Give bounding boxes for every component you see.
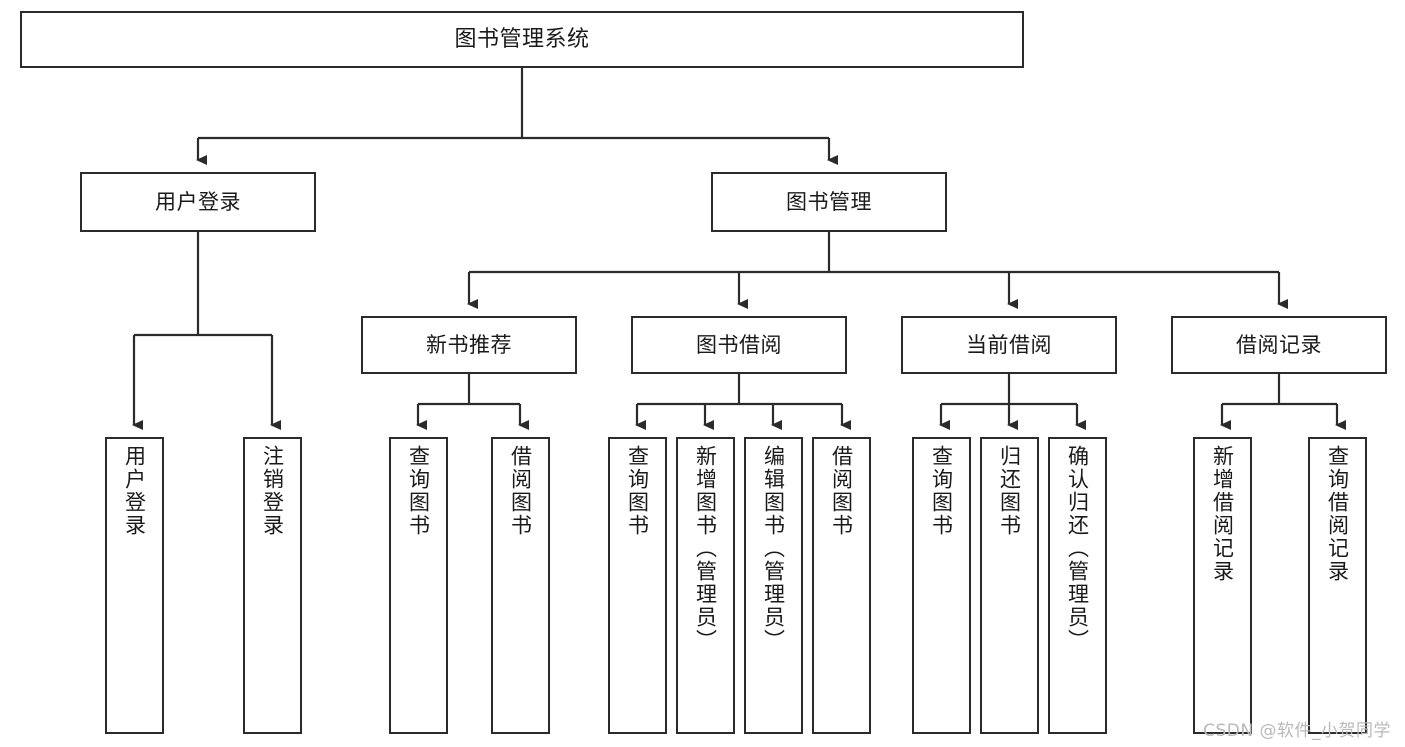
node-book-borrow-label: 图书借阅 <box>696 332 782 357</box>
edge-book-borrow-to-leaves <box>635 374 851 430</box>
csdn-watermark: CSDN @软件_小贺同学 <box>1203 721 1391 741</box>
node-book-manage-label: 图书管理 <box>786 189 872 214</box>
node-leaf-return-book[interactable]: 归还图书 <box>980 437 1039 734</box>
node-borrow-record[interactable]: 借阅记录 <box>1171 316 1387 374</box>
node-book-manage[interactable]: 图书管理 <box>711 172 947 232</box>
node-user-login-label: 用户登录 <box>155 189 241 214</box>
node-leaf-confirm-return[interactable]: 确认归还（管理员） <box>1048 437 1107 734</box>
node-leaf-add-book-label: 新增图书（管理员） <box>693 445 718 652</box>
node-user-login[interactable]: 用户登录 <box>80 172 316 232</box>
node-leaf-add-record[interactable]: 新增借阅记录 <box>1193 437 1252 734</box>
node-leaf-borrow-book-1[interactable]: 借阅图书 <box>491 437 550 734</box>
edge-new-book-recommend-to-leaves <box>416 374 529 430</box>
node-leaf-query-book-3[interactable]: 查询图书 <box>912 437 971 734</box>
node-current-borrow-label: 当前借阅 <box>966 332 1052 357</box>
node-leaf-user-logout[interactable]: 注销登录 <box>243 437 302 734</box>
node-root[interactable]: 图书管理系统 <box>20 11 1024 68</box>
edge-borrow-record-to-leaves <box>1220 374 1346 430</box>
edge-book-manage-to-level3 <box>467 232 1288 309</box>
edge-current-borrow-to-leaves <box>939 374 1086 430</box>
node-current-borrow[interactable]: 当前借阅 <box>901 316 1117 374</box>
node-leaf-user-login-label: 用户登录 <box>122 445 147 537</box>
node-leaf-confirm-return-label: 确认归还（管理员） <box>1065 445 1090 652</box>
edge-root-to-level2 <box>196 68 838 165</box>
node-leaf-query-book-2[interactable]: 查询图书 <box>608 437 667 734</box>
node-leaf-add-book[interactable]: 新增图书（管理员） <box>676 437 735 734</box>
node-leaf-edit-book-label: 编辑图书（管理员） <box>761 445 786 652</box>
edge-user-login-to-leaves <box>132 232 281 430</box>
node-new-book-recommend[interactable]: 新书推荐 <box>361 316 577 374</box>
node-leaf-borrow-book-1-label: 借阅图书 <box>508 445 533 537</box>
node-leaf-add-record-label: 新增借阅记录 <box>1210 445 1235 583</box>
node-leaf-query-book-1[interactable]: 查询图书 <box>389 437 448 734</box>
node-leaf-user-logout-label: 注销登录 <box>260 445 285 537</box>
node-leaf-query-book-3-label: 查询图书 <box>929 445 954 537</box>
node-borrow-record-label: 借阅记录 <box>1236 332 1322 357</box>
node-book-borrow[interactable]: 图书借阅 <box>631 316 847 374</box>
node-leaf-return-book-label: 归还图书 <box>997 445 1022 537</box>
node-leaf-borrow-book-2-label: 借阅图书 <box>829 445 854 537</box>
node-root-label: 图书管理系统 <box>454 26 590 52</box>
node-leaf-user-login[interactable]: 用户登录 <box>105 437 164 734</box>
node-new-book-recommend-label: 新书推荐 <box>426 332 512 357</box>
node-leaf-query-book-2-label: 查询图书 <box>625 445 650 537</box>
node-leaf-borrow-book-2[interactable]: 借阅图书 <box>812 437 871 734</box>
node-leaf-edit-book[interactable]: 编辑图书（管理员） <box>744 437 803 734</box>
node-leaf-query-record-label: 查询借阅记录 <box>1325 445 1350 583</box>
node-leaf-query-record[interactable]: 查询借阅记录 <box>1308 437 1367 734</box>
node-leaf-query-book-1-label: 查询图书 <box>406 445 431 537</box>
